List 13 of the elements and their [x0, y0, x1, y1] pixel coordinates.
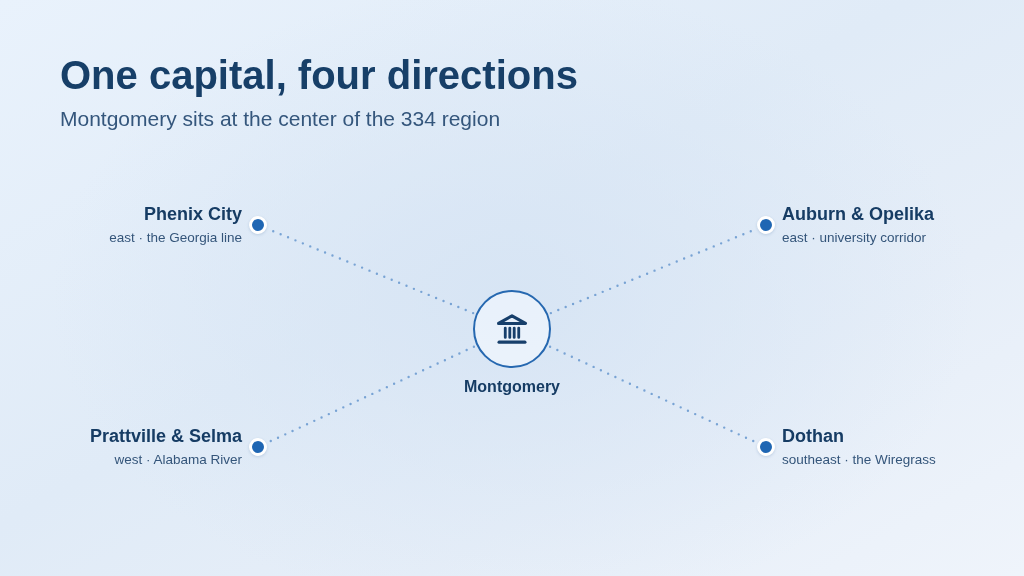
city-name: Auburn & Opelika — [782, 203, 934, 226]
city-description: southeast · the Wiregrass — [782, 451, 936, 469]
city-description: east · the Georgia line — [109, 229, 242, 247]
page-title: One capital, four directions — [60, 52, 578, 99]
hub-label: Montgomery — [464, 377, 560, 397]
dotted-connector — [548, 345, 757, 444]
page-subtitle: Montgomery sits at the center of the 334 region — [60, 106, 501, 132]
city-name: Dothan — [782, 425, 844, 448]
dotted-connector — [267, 345, 476, 444]
city-name: Prattville & Selma — [89, 425, 242, 448]
city-description: west · Alabama River — [114, 451, 242, 469]
city-name: Phenix City — [143, 203, 242, 226]
city-description: east · university corridor — [782, 229, 927, 247]
